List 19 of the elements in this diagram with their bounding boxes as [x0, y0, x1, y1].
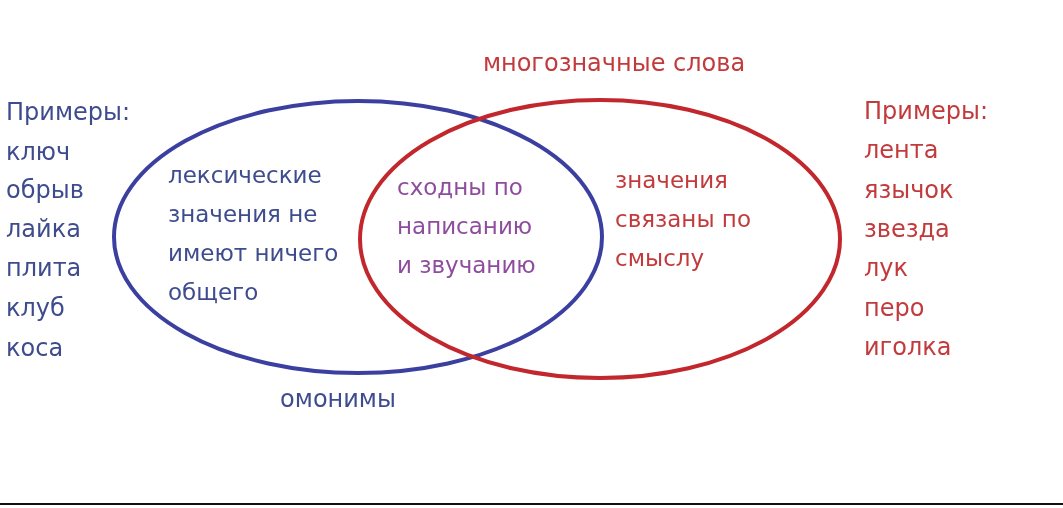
example-word: лук: [864, 253, 909, 283]
example-word: звезда: [864, 214, 950, 244]
example-word: язычок: [864, 175, 954, 205]
set-label: многозначные слова: [482, 48, 746, 78]
example-word: обрыв: [6, 175, 84, 205]
example-word: клуб: [6, 293, 65, 323]
example-word: коса: [6, 333, 64, 363]
example-word: иголка: [864, 332, 952, 362]
example-word: лента: [864, 135, 939, 165]
example-word: перо: [864, 293, 925, 323]
list-heading: Примеры:: [864, 96, 989, 126]
description-text: лексические значения не имеют ничего общего: [168, 161, 340, 307]
example-word: плита: [6, 253, 82, 283]
set-label: омонимы: [280, 384, 396, 414]
overlap-text: сходны по написанию и звучанию: [397, 173, 537, 280]
description-text: значения связаны по смыслу: [615, 166, 752, 273]
list-heading: Примеры:: [6, 97, 131, 127]
example-word: ключ: [6, 137, 71, 167]
example-word: лайка: [6, 214, 81, 244]
